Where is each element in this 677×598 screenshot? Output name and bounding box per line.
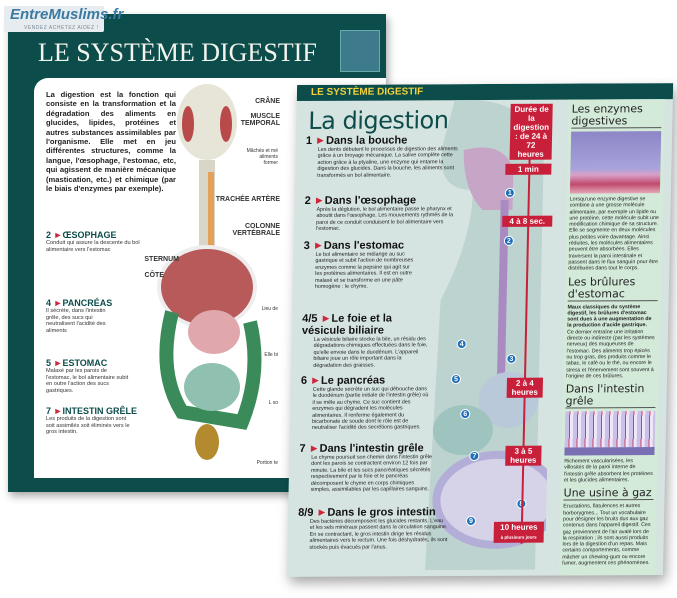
timeline-stage: 4 à 8 sec. bbox=[502, 215, 553, 227]
step-text: Des bactéries décomposent les glucides r… bbox=[309, 518, 448, 551]
villi-illustration bbox=[564, 411, 656, 456]
step-number: 1 bbox=[305, 134, 313, 147]
section-text: Malaxé par les parois de l'estomac, le b… bbox=[46, 368, 129, 394]
skull bbox=[177, 84, 237, 160]
step-number: 8/9 bbox=[298, 506, 314, 519]
step-text: Le bol alimentaire se mélange au suc gas… bbox=[314, 251, 414, 290]
stomach bbox=[188, 310, 240, 354]
section-number: 7 bbox=[46, 406, 52, 416]
watermark-brand: EntreMuslims.fr bbox=[10, 6, 124, 23]
step-text: Les dents débutent le processus de diges… bbox=[317, 146, 458, 179]
sidebar-lead: Maux classiques du système digestif, les… bbox=[567, 303, 652, 329]
intro-text: La digestion est la fonction qui consist… bbox=[46, 90, 176, 194]
label-sternum: STERNUM bbox=[144, 256, 179, 263]
section-title: INTESTIN GRÊLE bbox=[62, 406, 137, 416]
sidebar: Les enzymes digestives Lorsqu'une enzyme… bbox=[558, 99, 665, 576]
section-text: Il sécrète, dans l'intestin grêle, des s… bbox=[46, 308, 106, 334]
sidebar-title: Les enzymes digestives bbox=[571, 102, 662, 129]
front-title: La digestion bbox=[308, 106, 449, 135]
anatomy-illustration bbox=[157, 84, 262, 460]
step-text: La vésicule biliaire stocke la bile, un … bbox=[313, 336, 428, 369]
step-title: Dans l'intestin grêle bbox=[319, 442, 424, 455]
timeline-total: Durée de la digestion : de 24 à 72 heure… bbox=[509, 103, 553, 160]
label-muscle-temporal: MUSCLE TEMPORAL bbox=[240, 113, 280, 127]
step-number: 6 bbox=[300, 374, 308, 387]
snippet-3: Portion te bbox=[256, 460, 278, 466]
label-cote: CÔTE bbox=[144, 272, 164, 279]
section-title: ESTOMAC bbox=[62, 358, 108, 368]
liver-shape bbox=[432, 405, 493, 456]
timeline-note: à plusieurs jours bbox=[500, 534, 537, 540]
timeline-stage: 10 heures bbox=[500, 522, 538, 532]
sidebar-text: Lorsqu'une enzyme digestive se combine à… bbox=[568, 196, 659, 272]
timeline-stage: 3 à 5 heures bbox=[505, 445, 542, 466]
step-number: 2 bbox=[304, 194, 311, 207]
watermark-tagline: VENDEZ ACHETEZ AIDEZ ! bbox=[24, 25, 99, 31]
timeline-stage-final: 10 heures à plusieurs jours bbox=[493, 521, 545, 543]
section-number: 2 bbox=[46, 230, 52, 240]
snippet-6: L so bbox=[268, 400, 278, 406]
sidebar-title: Dans l'intestin grêle bbox=[565, 382, 656, 409]
timeline-stage: 1 min bbox=[505, 163, 552, 175]
step-text: Cette glande secrète un suc qui débouche… bbox=[311, 386, 429, 432]
front-header-text: LE SYSTÈME DIGESTIF bbox=[310, 86, 424, 98]
sidebar-text: Ce dernier entraîne une irritation direc… bbox=[565, 328, 655, 380]
heart-thumbnail-icon bbox=[340, 30, 380, 72]
sidebar-text: Richement vascularisées, les villosités … bbox=[563, 458, 653, 484]
step-number: 7 bbox=[299, 442, 306, 455]
front-header-bar: LE SYSTÈME DIGESTIF bbox=[296, 83, 674, 102]
snippet-2: Lieu de bbox=[261, 306, 278, 312]
label-trachee: TRACHÉE ARTÈRE bbox=[215, 196, 280, 203]
back-poster-title: LE SYSTÈME DIGESTIF bbox=[38, 38, 317, 67]
small-intestine bbox=[184, 363, 240, 411]
head-cavity bbox=[463, 147, 514, 211]
timeline-stage: 2 à 4 heures bbox=[506, 377, 544, 398]
snippet-1: Mâchés et mé aliments former bbox=[246, 148, 278, 166]
section-number: 4 bbox=[46, 298, 52, 308]
sidebar-title: Une usine à gaz bbox=[563, 486, 654, 501]
section-title: PANCRÉAS bbox=[62, 298, 113, 308]
step-title: Dans l'estomac bbox=[323, 239, 405, 252]
label-colonne: COLONNE VERTÉBRALE bbox=[232, 223, 280, 237]
section-text: Les produits de la digestion sont soit a… bbox=[46, 416, 130, 436]
enzyme-illustration bbox=[569, 131, 662, 194]
large-intestine bbox=[159, 310, 262, 430]
step-text: Le chyme poursuit son chemin dans l'inte… bbox=[310, 454, 432, 493]
section-title: ŒSOPHAGE bbox=[62, 230, 117, 240]
step-number: 4/5 bbox=[302, 312, 318, 325]
section-text: Conduit qui assure la descente du bol al… bbox=[46, 240, 140, 253]
step-text: Après la déglution, le bol alimentaire p… bbox=[316, 206, 454, 233]
step-title: Dans l'œsophage bbox=[324, 194, 417, 207]
step-title: Dans la bouche bbox=[325, 134, 408, 147]
snippet-5: Elle bi bbox=[264, 352, 278, 358]
section-number: 5 bbox=[46, 358, 52, 368]
step-title: Dans le gros intestin bbox=[327, 506, 436, 519]
label-crane: CRÂNE bbox=[255, 98, 280, 105]
front-poster: LE SYSTÈME DIGESTIF 1 2 3 4 5 6 7 8 9 La… bbox=[286, 83, 674, 577]
step-title: Le pancréas bbox=[320, 374, 386, 387]
step-number: 3 bbox=[303, 239, 310, 252]
sidebar-title: Les brûlures d'estomac bbox=[567, 275, 659, 302]
sidebar-text: Eructations, flatulences et autres borbo… bbox=[562, 503, 651, 567]
